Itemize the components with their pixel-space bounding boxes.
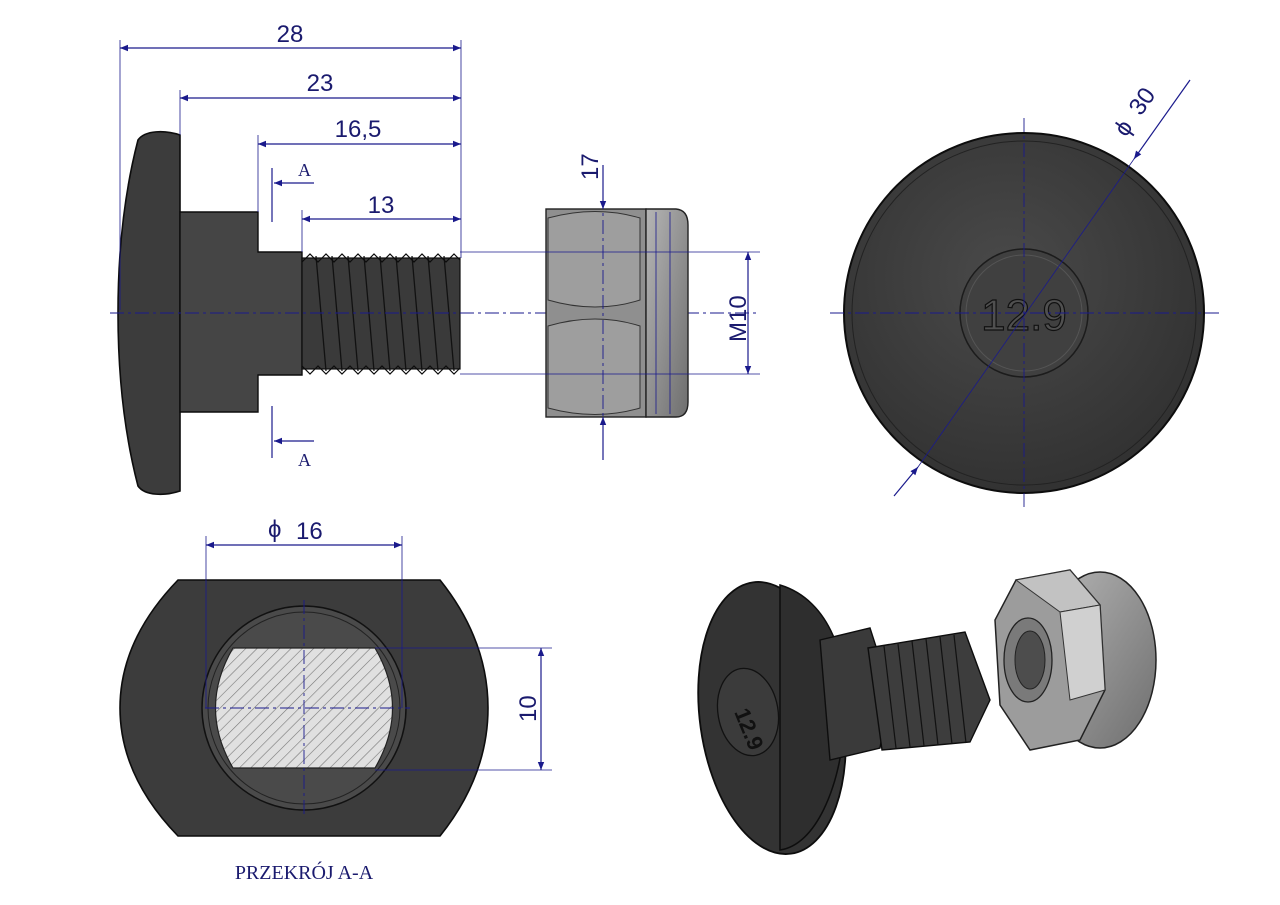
diameter-symbol-16: ϕ (268, 516, 281, 543)
section-mark-top: A (271, 160, 314, 222)
dim-length-28: 28 (277, 21, 304, 48)
bolt-thread-profile-bottom (301, 365, 461, 375)
diameter-symbol-30: ϕ (1109, 115, 1139, 142)
bolt-thread-crests (315, 255, 455, 372)
iso-bolt-thread (867, 631, 991, 751)
dim-length-23: 23 (307, 70, 334, 97)
dim-length-16-5: 16,5 (335, 116, 382, 143)
dim-nut-width-17: 17 (577, 153, 604, 180)
head-inner-rim (851, 140, 1197, 486)
iso-thread-lines (883, 634, 967, 749)
section-letter-top: A (298, 160, 311, 180)
nut-collar (645, 208, 689, 418)
dim-thread-m10: M10 (725, 295, 752, 342)
section-mark-bottom: A (271, 406, 314, 470)
dim-neck-diameter-16: 16 (296, 518, 323, 545)
nut-hex-face-lower (547, 318, 641, 415)
dim-head-diameter-30: 30 (1124, 83, 1161, 120)
isometric-view: 12.9 (697, 569, 1157, 855)
bolt-neck-side (179, 211, 303, 413)
nut-side-view: 17 M10 (460, 153, 760, 460)
bolt-thread-profile-top (301, 253, 461, 263)
section-letter-bottom: A (298, 450, 311, 470)
section-caption: PRZEKRÓJ A-A (235, 860, 374, 884)
bolt-side-view: A A 28 23 16,5 13 (110, 21, 760, 496)
section-a-a: ϕ 16 10 PRZEKRÓJ A-A (119, 516, 552, 884)
bolt-thread-core (301, 257, 461, 370)
dim-flat-width-10: 10 (515, 695, 542, 722)
nut-hex-face-upper (547, 211, 641, 308)
dim-thread-length-13: 13 (368, 192, 395, 219)
bolt-head-front-view: 12.9 ϕ 30 (830, 79, 1220, 508)
